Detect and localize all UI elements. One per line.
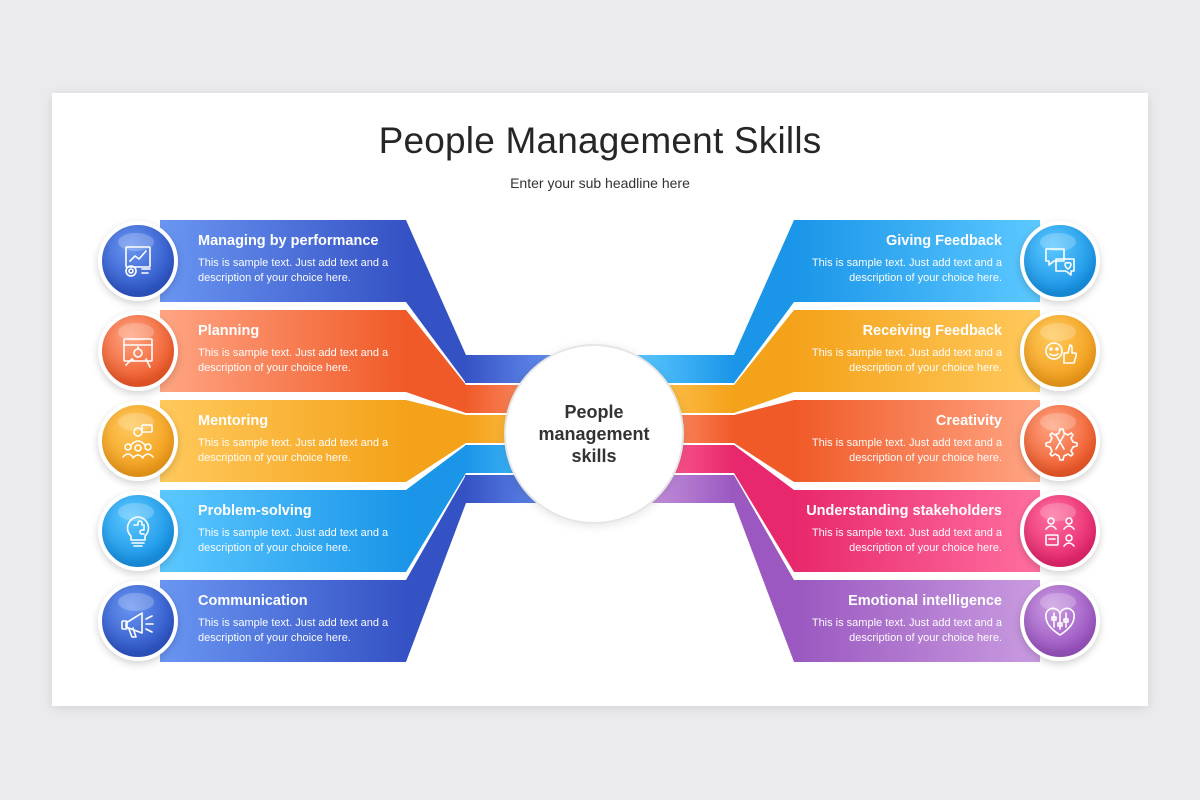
skill-title: Emotional intelligence	[848, 593, 1002, 609]
skill-icon-circle	[98, 221, 178, 301]
skill-icon-circle	[1020, 311, 1100, 391]
skill-icon-circle	[98, 581, 178, 661]
thumbs-up-smiley-icon	[1045, 342, 1078, 364]
skill-description: This is sample text. Just add text and a…	[811, 527, 1002, 554]
skill-title: Problem-solving	[198, 503, 312, 519]
center-hub: People management skills	[504, 344, 684, 524]
prism-face-left-1	[406, 310, 466, 413]
prism-face-right-3	[734, 445, 794, 572]
prism-face-left-3	[406, 445, 466, 572]
prism-face-right-2	[734, 400, 794, 482]
skill-icon-circle	[1020, 491, 1100, 571]
slide-subtitle: Enter your sub headline here	[510, 175, 690, 191]
slide: People Management Skills Enter your sub …	[52, 93, 1148, 706]
skill-title: Planning	[198, 323, 260, 339]
creativity-gear-tools-icon	[1045, 428, 1078, 461]
performance-chart-gear-icon	[125, 246, 151, 277]
skill-title: Receiving Feedback	[862, 323, 1002, 339]
skill-title: Mentoring	[198, 413, 269, 429]
skill-title: Understanding stakeholders	[806, 503, 1002, 519]
skill-description: This is sample text. Just add text and a…	[811, 617, 1002, 644]
prism-face-left-4	[406, 475, 466, 662]
skill-icon-circle	[98, 491, 178, 571]
mentoring-group-icon	[122, 424, 154, 459]
skill-description: This is sample text. Just add text and a…	[198, 527, 389, 554]
prism-face-right-1	[734, 310, 794, 413]
skill-icon-circle	[1020, 401, 1100, 481]
skill-description: This is sample text. Just add text and a…	[198, 437, 389, 464]
skill-description: This is sample text. Just add text and a…	[811, 437, 1002, 464]
skill-icon-circle	[1020, 221, 1100, 301]
feedback-chat-heart-icon	[1045, 248, 1075, 276]
skill-title: Giving Feedback	[885, 233, 1002, 249]
skill-description: This is sample text. Just add text and a…	[811, 347, 1002, 374]
center-label: People management skills	[538, 402, 650, 466]
skill-title: Communication	[198, 593, 308, 609]
skill-description: This is sample text. Just add text and a…	[198, 347, 389, 374]
prism-face-left-0	[406, 220, 466, 383]
megaphone-icon	[121, 612, 154, 638]
stakeholders-people-icon	[1045, 517, 1075, 547]
skill-description: This is sample text. Just add text and a…	[811, 257, 1002, 284]
skill-description: This is sample text. Just add text and a…	[198, 617, 389, 644]
heart-equalizer-icon	[1045, 607, 1075, 636]
skill-title: Creativity	[935, 413, 1002, 429]
prism-face-right-0	[734, 220, 794, 383]
prism-face-right-4	[734, 475, 794, 662]
skill-title: Managing by performance	[198, 233, 379, 249]
prism-shapes	[406, 220, 794, 662]
planning-blueprint-icon	[123, 338, 153, 368]
skill-description: This is sample text. Just add text and a…	[198, 257, 389, 284]
skill-icon-circle	[1020, 581, 1100, 661]
skill-icon-circle	[98, 311, 178, 391]
skill-icon-circle	[98, 401, 178, 481]
slide-title: People Management Skills	[378, 120, 822, 161]
prism-face-left-2	[406, 400, 466, 482]
puzzle-lightbulb-icon	[126, 516, 150, 547]
